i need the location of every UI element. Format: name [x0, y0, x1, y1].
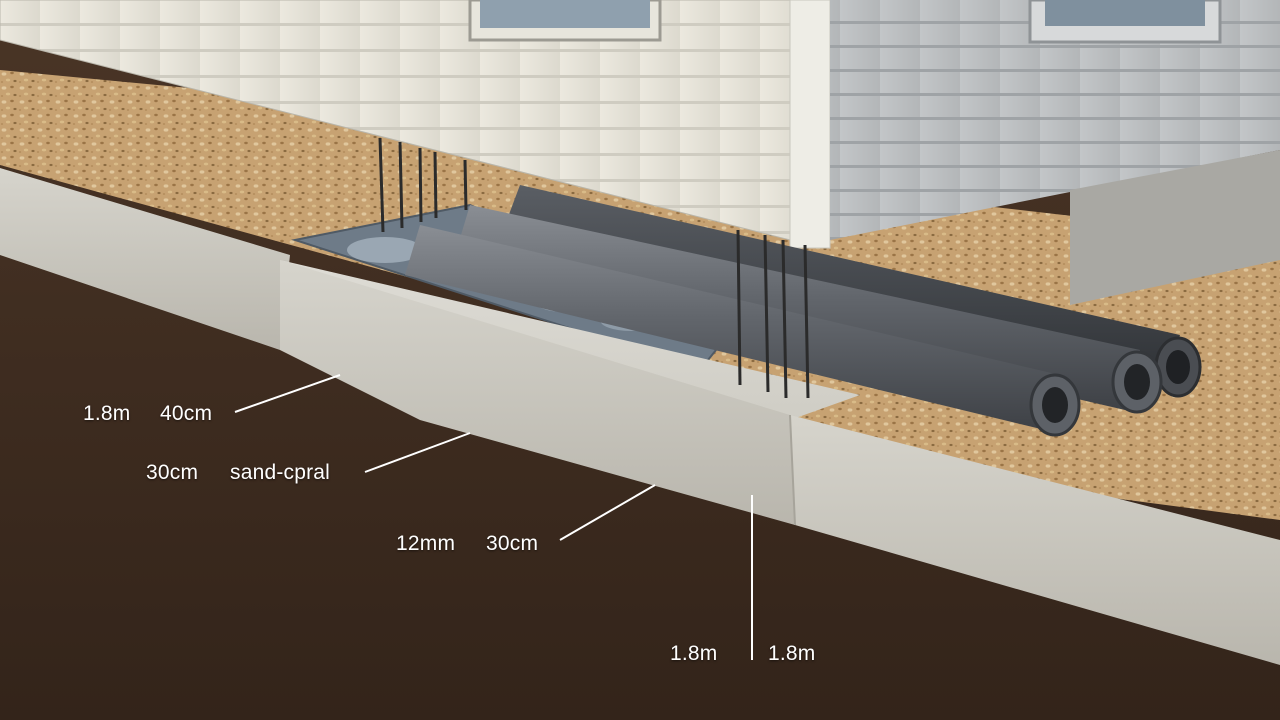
annotation-leaders [234, 374, 753, 660]
annotation-2-left: 30cm [146, 461, 199, 484]
rebar [378, 137, 810, 399]
concrete-footing-left [0, 168, 290, 350]
annotation-3-left: 12mm [396, 532, 456, 555]
concrete-footing-main [280, 260, 1280, 665]
concrete-pier [1070, 150, 1280, 305]
corner-trim [789, 0, 831, 249]
annotation-1-left: 1.8m [83, 402, 131, 425]
annotation-2-right: sand-cpral [230, 461, 331, 484]
annotation-4-right: 1.8m [768, 642, 816, 665]
house-wall-grey [830, 0, 1280, 240]
annotation-4-left: 1.8m [670, 642, 718, 665]
annotation-3-right: 30cm [486, 532, 539, 555]
annotation-1-right: 40cm [160, 402, 213, 425]
drain-pipes [405, 185, 1202, 437]
